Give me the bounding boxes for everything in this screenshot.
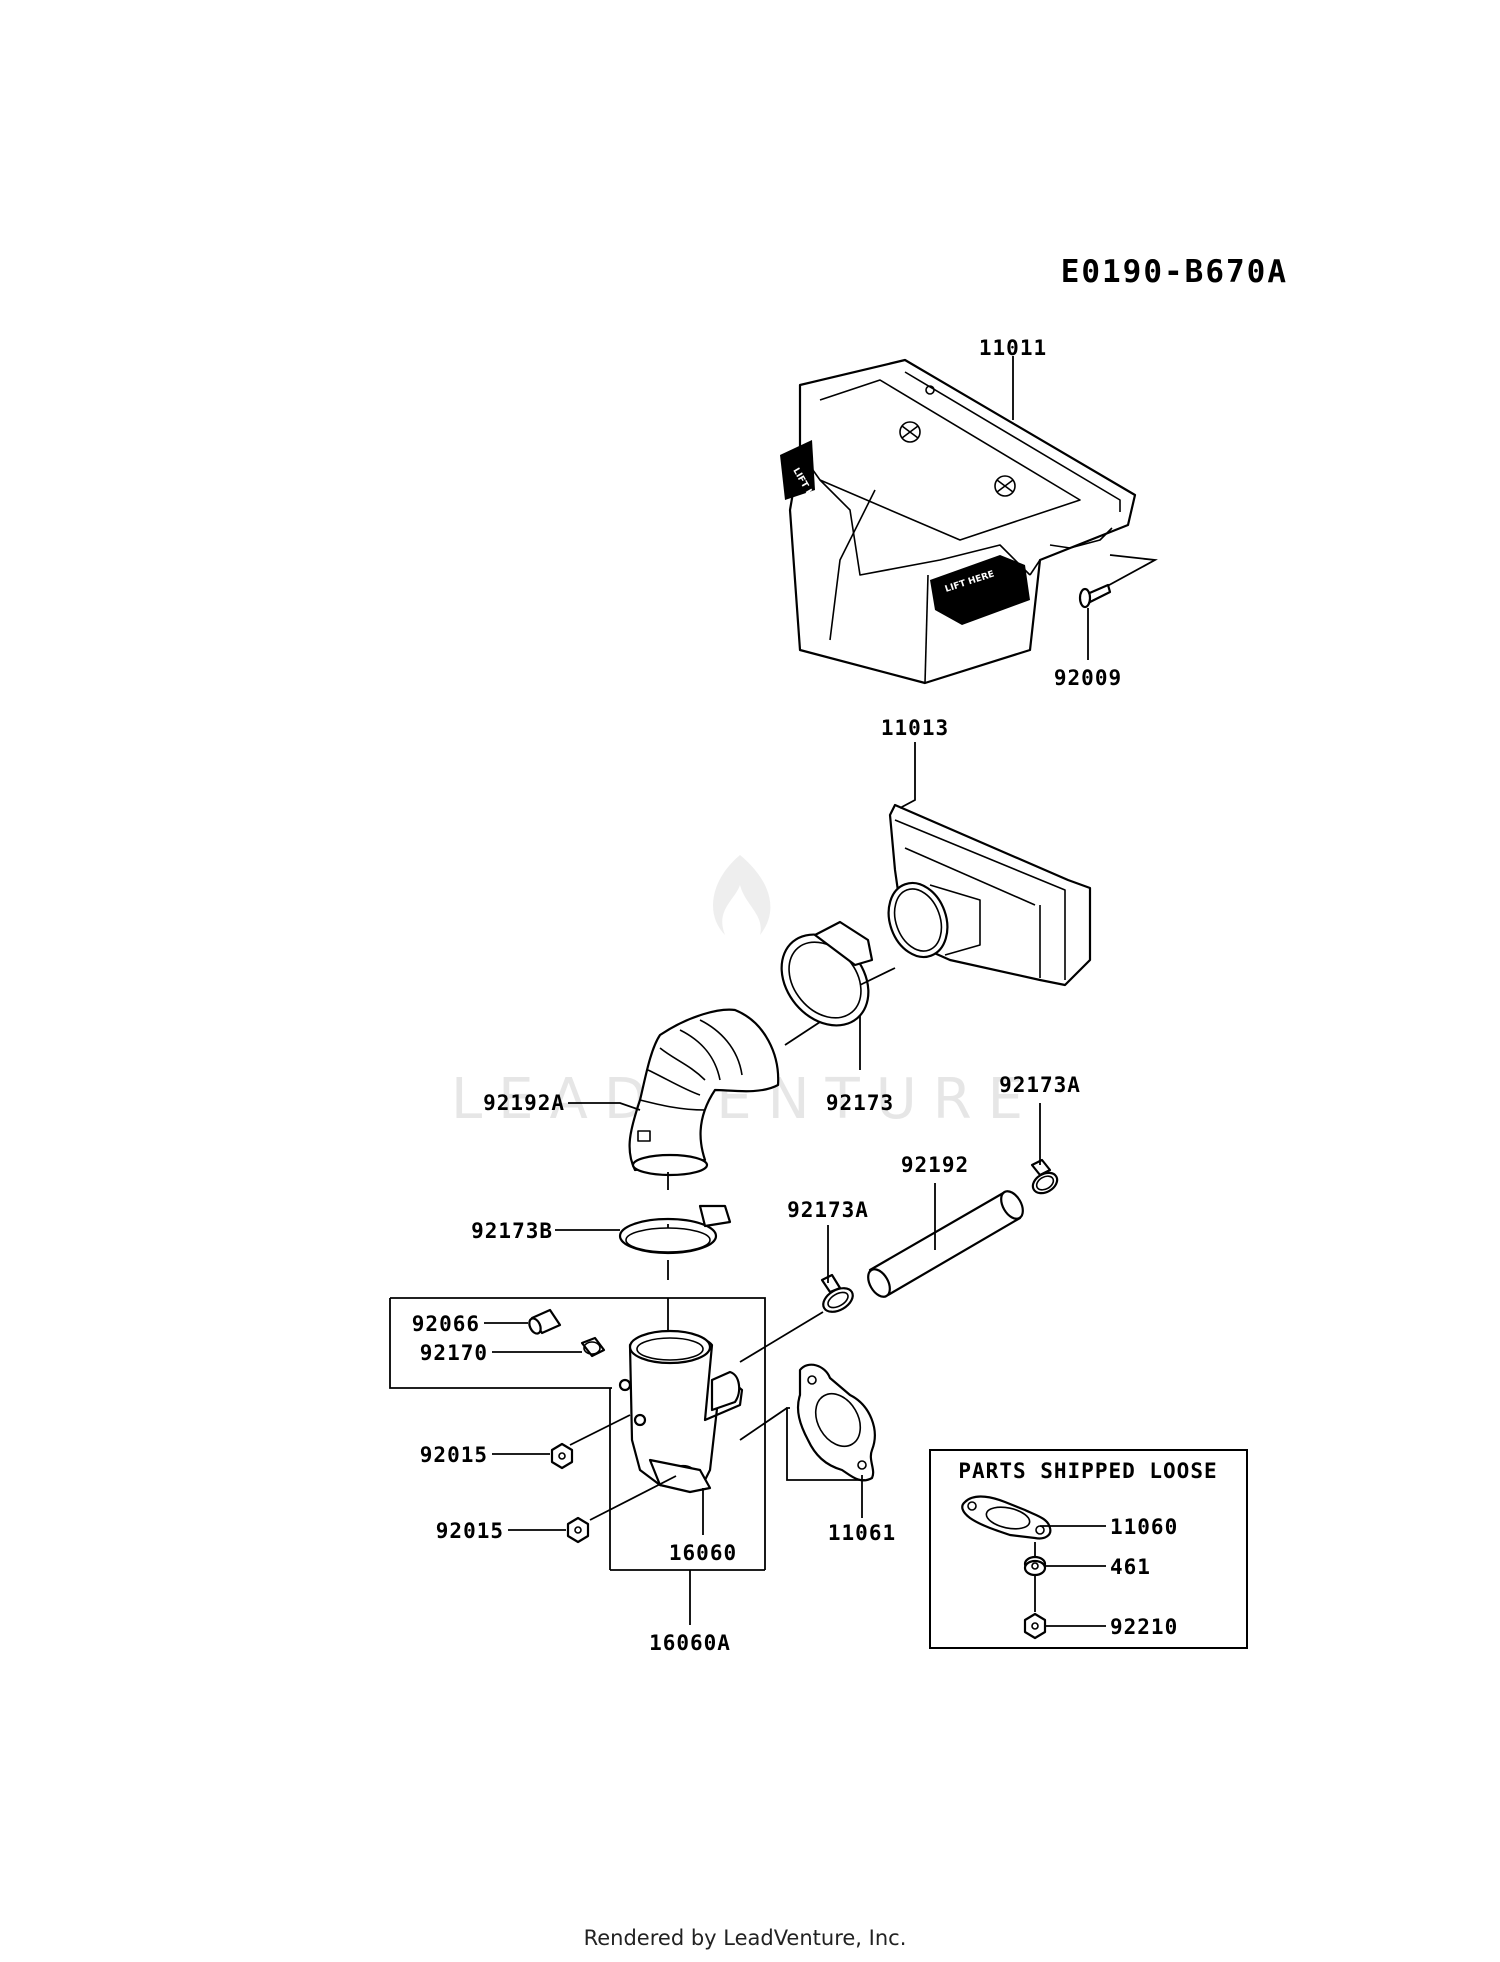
label-92173a-upper: 92173A (999, 1073, 1081, 1097)
clamp-92173: 92173 (780, 920, 896, 1115)
loose-gasket-11060: 11060 (961, 1495, 1178, 1540)
label-92170: 92170 (420, 1341, 488, 1365)
parts-shipped-loose-box: PARTS SHIPPED LOOSE 11060 461 92210 (929, 1449, 1248, 1649)
lift-here-tab-right (930, 555, 1030, 625)
label-92015-lower: 92015 (436, 1519, 504, 1543)
label-11013: 11013 (881, 716, 949, 740)
nut-92015-upper: 92015 (420, 1414, 631, 1470)
callout-11013: 11013 (881, 716, 949, 809)
label-92192a: 92192A (483, 1091, 565, 1115)
parts-shipped-loose-title: PARTS SHIPPED LOOSE (958, 1459, 1217, 1483)
flame-logo-icon (713, 855, 771, 935)
label-92066: 92066 (412, 1312, 480, 1336)
air-cleaner-cover: LIFT HERE LIFT HERE (780, 358, 1137, 685)
clamp-92173a-lower: 92173A (739, 1198, 869, 1363)
diagram-code: E0190-B670A (1061, 254, 1288, 290)
label-11011: 11011 (979, 336, 1047, 360)
loose-nut-92210: 92210 (1023, 1612, 1178, 1640)
lift-here-tab-left (780, 440, 815, 500)
screw-92009: 92009 (1054, 554, 1158, 690)
label-461: 461 (1110, 1555, 1151, 1579)
label-92173a-lower: 92173A (787, 1198, 869, 1222)
label-16060: 16060 (669, 1541, 737, 1565)
pipe-assembly-bracket: 16060A (389, 1297, 766, 1655)
elbow-hose-92192a (628, 1008, 780, 1177)
air-filter-element (887, 803, 1092, 987)
nut-92015-lower: 92015 (436, 1475, 677, 1544)
label-92210: 92210 (1110, 1615, 1178, 1639)
label-16060a: 16060A (649, 1631, 731, 1655)
label-92192: 92192 (901, 1153, 969, 1177)
pipe-16060 (618, 1329, 744, 1494)
plug-92066: 92066 (412, 1308, 562, 1336)
breather-hose-92192: 92192 (867, 1153, 1024, 1298)
label-11061: 11061 (828, 1521, 896, 1545)
label-92173: 92173 (826, 1091, 894, 1115)
clamp-92173b: 92173B (471, 1172, 732, 1280)
clamp-92173a-upper: 92173A (999, 1073, 1081, 1195)
gasket-11061: 11061 (739, 1363, 896, 1545)
loose-washer-461: 461 (1023, 1555, 1151, 1579)
callout-11011: 11011 (979, 336, 1047, 420)
label-92009: 92009 (1054, 666, 1122, 690)
callout-92192a: 92192A (483, 1091, 641, 1115)
footer-credit: Rendered by LeadVenture, Inc. (584, 1926, 907, 1950)
label-92015-upper: 92015 (420, 1443, 488, 1467)
clamp-92170: 92170 (420, 1336, 606, 1365)
callout-16060: 16060 (669, 1488, 737, 1565)
label-11060: 11060 (1110, 1515, 1178, 1539)
label-92173b: 92173B (471, 1219, 553, 1243)
